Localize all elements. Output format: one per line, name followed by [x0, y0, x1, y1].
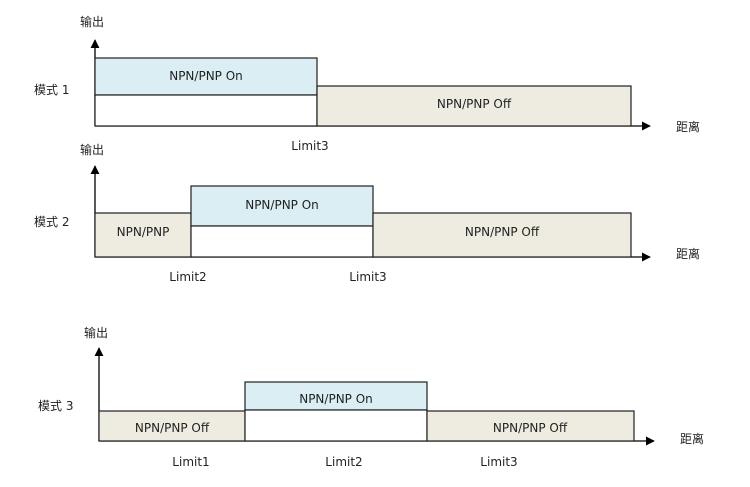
- limit-label: Limit3: [349, 270, 386, 284]
- panel-mode-2: 输出 距离 模式 2 NPN/PNP NPN/PNP On NPN/PNP Of…: [34, 142, 700, 284]
- region-label-on: NPN/PNP On: [299, 392, 373, 406]
- panel-mode-1: 输出 距离 模式 1 NPN/PNP On NPN/PNP Off Limit3: [34, 14, 700, 153]
- region-off-2: [426, 410, 635, 442]
- limit-label: Limit1: [172, 455, 209, 469]
- region-on-underlay: [244, 409, 428, 442]
- region-label-on: NPN/PNP On: [245, 198, 319, 212]
- region-label-low: NPN/PNP: [117, 225, 170, 239]
- y-axis-label: 输出: [84, 325, 108, 340]
- region-on: [244, 381, 428, 411]
- x-axis-label: 距离: [680, 431, 704, 446]
- mode-label: 模式 1: [34, 83, 69, 97]
- limit-label: Limit3: [480, 455, 517, 469]
- region-off: [316, 85, 632, 127]
- x-axis-label: 距离: [676, 119, 700, 134]
- region-on: [94, 57, 318, 96]
- region-label-off: NPN/PNP Off: [437, 97, 512, 111]
- region-on: [190, 185, 374, 227]
- x-axis-label: 距离: [676, 246, 700, 261]
- region-off-1: [98, 410, 246, 442]
- mode-label: 模式 2: [34, 215, 69, 229]
- region-on-underlay: [190, 225, 374, 258]
- panel-mode-3: 输出 距离 模式 3 NPN/PNP Off NPN/PNP On NPN/PN…: [38, 325, 704, 469]
- y-axis-label: 输出: [80, 14, 104, 29]
- limit-label: Limit3: [291, 139, 328, 153]
- mode-label: 模式 3: [38, 399, 73, 413]
- region-off-underlay: [94, 94, 318, 127]
- region-off: [372, 212, 632, 258]
- region-label-off: NPN/PNP Off: [493, 421, 568, 435]
- region-label-off: NPN/PNP Off: [135, 421, 210, 435]
- limit-label: Limit2: [169, 270, 206, 284]
- y-axis-label: 输出: [80, 142, 104, 157]
- limit-label: Limit2: [325, 455, 362, 469]
- region-label-on: NPN/PNP On: [169, 69, 243, 83]
- region-label-off: NPN/PNP Off: [465, 225, 540, 239]
- region-low-1: [94, 212, 192, 258]
